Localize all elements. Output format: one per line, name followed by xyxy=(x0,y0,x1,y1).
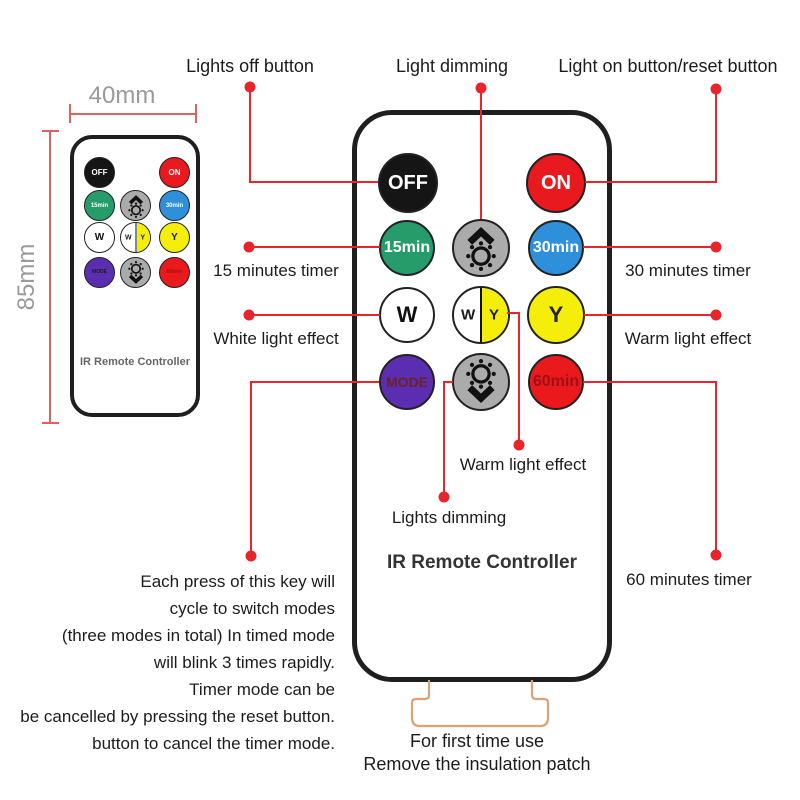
connector-line-60min-horizontal xyxy=(583,381,717,383)
small-remote-title: IR Remote Controller xyxy=(79,356,190,368)
small-split-w-label: W xyxy=(125,234,132,241)
small-mode-button: MODE xyxy=(84,257,115,288)
brightness-down-icon xyxy=(456,357,506,407)
first-use-note-line1: For first time use xyxy=(409,731,545,751)
connector-line-lightsdimming-horizontal xyxy=(443,381,453,383)
small-off-button: OFF xyxy=(84,157,115,188)
light-dimming-label: Light dimming xyxy=(395,56,509,76)
timer-60min-label: 60 minutes timer xyxy=(626,570,752,589)
connector-dot-lightsdimming xyxy=(438,491,450,503)
lights-dimming-label: Lights dimming xyxy=(391,508,507,527)
mode-note-line: be cancelled by pressing the reset butto… xyxy=(20,707,335,726)
small-on-button: ON xyxy=(159,157,190,188)
connector-line-dimming-vertical xyxy=(480,91,482,219)
mode-note-line: Timer mode can be xyxy=(189,680,335,699)
small-60min-button: 60min xyxy=(159,257,190,288)
warm-half xyxy=(482,288,508,342)
timer-60min-button: 60min xyxy=(528,354,584,410)
small-white-warm-split-button: W Y xyxy=(120,222,151,253)
height-dimension-tick-bottom xyxy=(42,422,59,424)
split-y-label: Y xyxy=(488,306,499,324)
height-dimension-line xyxy=(49,131,51,424)
split-divider xyxy=(480,288,482,342)
light-on-reset-label: Light on button/reset button xyxy=(558,56,778,76)
white-warm-split-button: W Y xyxy=(452,286,510,344)
white-light-label: White light effect xyxy=(213,329,339,348)
width-dimension-line xyxy=(70,113,197,115)
connector-line-warm-right xyxy=(584,314,716,316)
small-warm-button: Y xyxy=(159,222,190,253)
connector-line-mode-horizontal xyxy=(251,381,379,383)
warm-light-right-label: Warm light effect xyxy=(624,329,752,348)
brightness-up-button xyxy=(452,219,510,277)
small-split-y-label: Y xyxy=(140,234,145,241)
connector-dot-white xyxy=(243,309,255,321)
small-white-button: W xyxy=(84,222,115,253)
mode-note-line: will blink 3 times rapidly. xyxy=(153,653,335,672)
small-30min-button: 30min xyxy=(159,190,190,221)
brightness-down-icon xyxy=(123,260,149,286)
connector-line-60min-vertical xyxy=(715,381,717,550)
off-button: OFF xyxy=(378,153,438,213)
brightness-up-icon xyxy=(123,193,149,219)
warm-light-center-label: Warm light effect xyxy=(459,455,587,474)
connector-dot-warm-right xyxy=(710,309,722,321)
small-15min-button: 15min xyxy=(84,190,115,221)
timer-30min-label: 30 minutes timer xyxy=(625,261,751,280)
mode-key-note: Each press of this key will cycle to swi… xyxy=(0,568,335,757)
connector-line-off-horizontal xyxy=(249,181,378,183)
connector-dot-15min xyxy=(243,241,255,253)
connector-line-on-horizontal xyxy=(585,181,717,183)
connector-line-mode-vertical xyxy=(250,381,252,551)
insulation-patch-outline xyxy=(410,680,550,728)
connector-line-warmcenter-horizontal xyxy=(507,312,520,314)
lights-off-label: Lights off button xyxy=(186,56,314,76)
connector-dot-dimming xyxy=(475,82,487,94)
split-w-label: W xyxy=(461,306,476,324)
small-brightness-up-button xyxy=(120,190,151,221)
width-dimension-label: 40mm xyxy=(88,82,156,109)
on-button: ON xyxy=(526,153,586,213)
mode-note-line: cycle to switch modes xyxy=(169,599,335,618)
connector-dot-off xyxy=(244,81,256,93)
connector-line-lightsdimming-vertical xyxy=(443,381,445,492)
timer-15min-button: 15min xyxy=(379,220,435,276)
connector-line-30min xyxy=(583,246,716,248)
timer-15min-label: 15 minutes timer xyxy=(213,261,339,280)
small-brightness-down-button xyxy=(120,257,151,288)
small-split-divider xyxy=(135,223,136,252)
mode-button: MODE xyxy=(379,354,435,410)
connector-dot-warmcenter xyxy=(513,439,525,451)
big-remote-title: IR Remote Controller xyxy=(386,552,578,573)
small-warm-half xyxy=(136,223,150,252)
height-dimension-tick-top xyxy=(42,130,59,132)
connector-dot-30min xyxy=(710,241,722,253)
connector-line-white xyxy=(252,314,380,316)
mode-note-line: Each press of this key will xyxy=(140,572,335,591)
brightness-up-icon xyxy=(456,223,506,273)
connector-line-off-vertical xyxy=(249,90,251,182)
mode-note-line: button to cancel the timer mode. xyxy=(92,734,335,753)
timer-30min-button: 30min xyxy=(528,220,584,276)
connector-line-on-vertical xyxy=(715,92,717,183)
white-light-button: W xyxy=(379,287,435,343)
height-dimension-label: 85mm xyxy=(13,243,40,311)
connector-line-15min xyxy=(252,246,380,248)
brightness-down-button xyxy=(452,353,510,411)
width-dimension-tick-right xyxy=(195,104,197,123)
width-dimension-tick-left xyxy=(69,104,71,123)
connector-dot-mode xyxy=(245,550,257,562)
warm-light-button: Y xyxy=(527,286,585,344)
connector-line-warmcenter-vertical xyxy=(518,312,520,440)
mode-note-line: (three modes in total) In timed mode xyxy=(61,626,335,645)
first-use-note-line2: Remove the insulation patch xyxy=(363,754,591,774)
connector-dot-60min xyxy=(710,549,722,561)
connector-dot-on xyxy=(710,83,722,95)
